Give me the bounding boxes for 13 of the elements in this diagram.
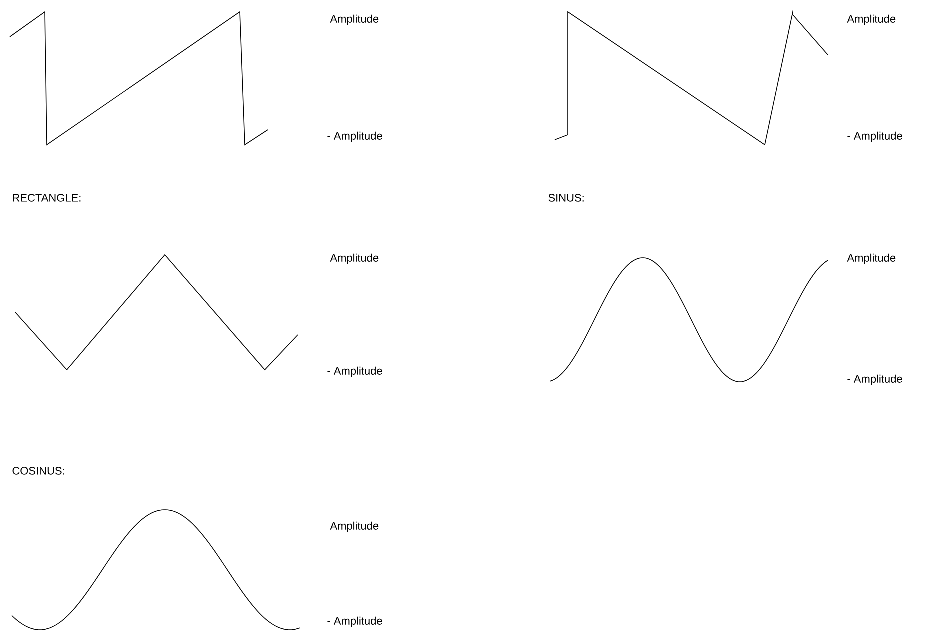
amplitude-label: - Amplitude xyxy=(328,132,382,142)
amplitude-label: Amplitude xyxy=(847,254,896,264)
amplitude-label: - Amplitude xyxy=(328,366,382,378)
amplitude-label: - Amplitude xyxy=(848,374,902,386)
waveform-title: RECTANGLE: xyxy=(13,194,81,202)
amplitude-label: - Amplitude xyxy=(328,616,382,628)
amplitude-label: - Amplitude xyxy=(848,132,902,142)
amplitude-label: Amplitude xyxy=(847,14,896,26)
amplitude-label: Amplitude xyxy=(330,522,379,532)
waveform-title: SINUS: xyxy=(548,194,584,202)
waveform-title: COSINUS: xyxy=(12,467,64,475)
amplitude-label: Amplitude xyxy=(330,14,379,26)
amplitude-label: Amplitude xyxy=(330,254,379,264)
